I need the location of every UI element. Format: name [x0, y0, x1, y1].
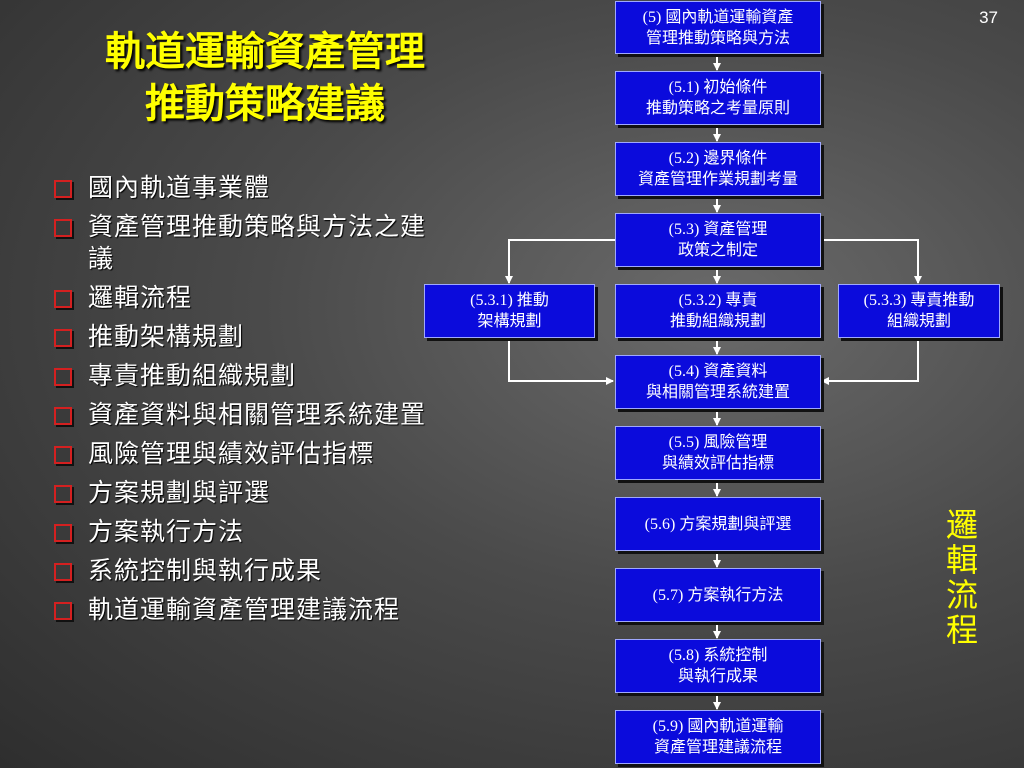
bullet-marker-icon [54, 329, 72, 347]
bullet-item: 軌道運輸資產管理建議流程 [50, 594, 450, 626]
flow-box-5.4: (5.4) 資產資料與相關管理系統建置 [615, 355, 821, 409]
bullet-list: 國內軌道事業體 資產管理推動策略與方法之建議 邏輯流程 推動架構規劃 專責推動組… [50, 172, 450, 633]
flow-box-5.5: (5.5) 風險管理與績效評估指標 [615, 426, 821, 480]
flow-box-5.9: (5.9) 國內軌道運輸資產管理建議流程 [615, 710, 821, 764]
slide-title: 軌道運輸資產管理 推動策略建議 [40, 26, 490, 130]
flow-box-5: (5) 國內軌道運輸資產管理推動策略與方法 [615, 1, 821, 54]
side-label-logic-flow: 邏 輯 流 程 [945, 506, 978, 649]
bullet-marker-icon [54, 180, 72, 198]
page-number: 37 [979, 8, 998, 27]
arrow-5.3-to-5.3.1 [505, 239, 615, 284]
title-line-1: 軌道運輸資產管理 [105, 29, 425, 75]
bullet-item: 資產管理推動策略與方法之建議 [50, 211, 450, 275]
bullet-item: 資產資料與相關管理系統建置 [50, 399, 450, 431]
flow-box-5.1: (5.1) 初始條件推動策略之考量原則 [615, 71, 821, 125]
bullet-item: 邏輯流程 [50, 282, 450, 314]
bullet-item: 推動架構規劃 [50, 321, 450, 353]
arrow-5.3-to-5.3.3 [820, 239, 922, 284]
bullet-marker-icon [54, 446, 72, 464]
bullet-marker-icon [54, 290, 72, 308]
flow-box-5.3.2: (5.3.2) 專責推動組織規劃 [615, 284, 821, 338]
bullet-marker-icon [54, 485, 72, 503]
arrow-5.3.3-to-5.4 [821, 337, 919, 385]
arrow-5.3.1-to-5.4 [508, 337, 614, 385]
flow-box-5.8: (5.8) 系統控制與執行成果 [615, 639, 821, 693]
bullet-marker-icon [54, 407, 72, 425]
bullet-marker-icon [54, 368, 72, 386]
bullet-marker-icon [54, 524, 72, 542]
bullet-marker-icon [54, 563, 72, 581]
bullet-item: 風險管理與績效評估指標 [50, 438, 450, 470]
bullet-marker-icon [54, 602, 72, 620]
bullet-marker-icon [54, 219, 72, 237]
flow-box-5.3.1: (5.3.1) 推動架構規劃 [424, 284, 595, 338]
flow-box-5.6: (5.6) 方案規劃與評選 [615, 497, 821, 551]
flow-box-5.3: (5.3) 資產管理政策之制定 [615, 213, 821, 267]
title-line-2: 推動策略建議 [145, 81, 385, 127]
flow-box-5.7: (5.7) 方案執行方法 [615, 568, 821, 622]
bullet-item: 國內軌道事業體 [50, 172, 450, 204]
flow-box-5.3.3: (5.3.3) 專責推動組織規劃 [838, 284, 1000, 338]
bullet-item: 系統控制與執行成果 [50, 555, 450, 587]
bullet-item: 方案規劃與評選 [50, 477, 450, 509]
bullet-item: 方案執行方法 [50, 516, 450, 548]
flow-box-5.2: (5.2) 邊界條件資產管理作業規劃考量 [615, 142, 821, 196]
bullet-item: 專責推動組織規劃 [50, 360, 450, 392]
